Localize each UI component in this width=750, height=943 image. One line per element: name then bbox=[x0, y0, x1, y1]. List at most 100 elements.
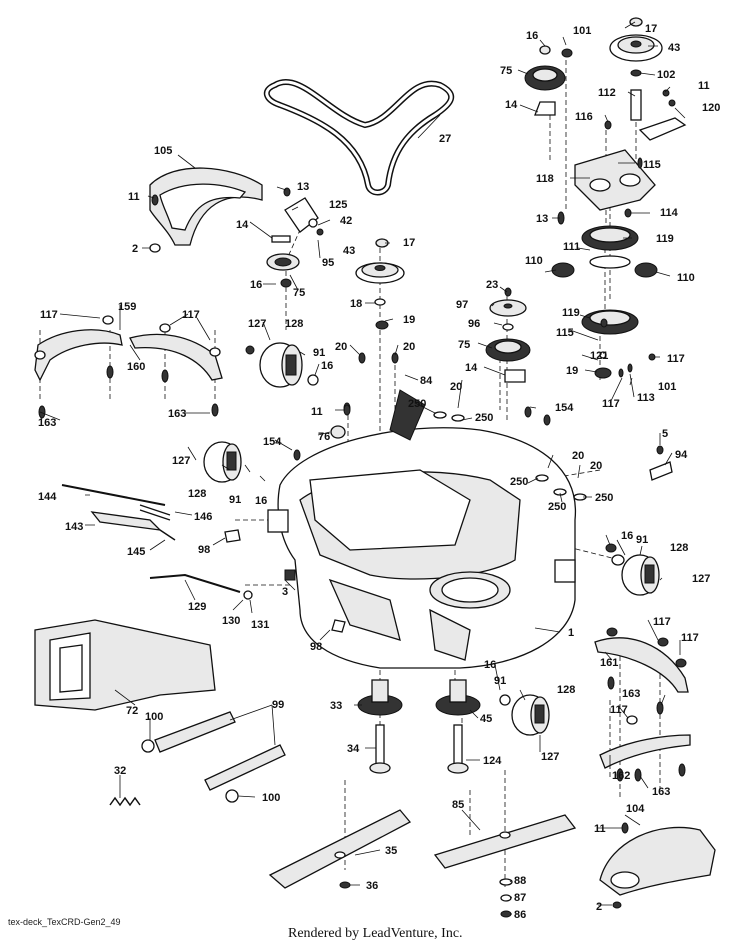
callout-label: 110 bbox=[677, 272, 695, 284]
callout-label: 117 bbox=[667, 353, 685, 365]
gauge-wheel-right-lower bbox=[499, 694, 550, 736]
callout-label: 34 bbox=[347, 743, 360, 755]
callout-label: 16 bbox=[526, 30, 538, 42]
mounting-arms bbox=[141, 711, 286, 803]
callout-label: 102 bbox=[657, 69, 675, 81]
callout-label: 19 bbox=[566, 365, 578, 377]
diagram-id: tex-deck_TexCRD-Gen2_49 bbox=[8, 917, 121, 927]
callout-label: 117 bbox=[653, 616, 671, 628]
callout-label: 2 bbox=[132, 243, 138, 255]
callout-label: 163 bbox=[622, 688, 640, 700]
callout-label: 14 bbox=[236, 219, 249, 231]
callout-label: 127 bbox=[692, 573, 710, 585]
deck-lift-rods bbox=[61, 484, 241, 543]
callout-label: 131 bbox=[251, 619, 269, 631]
link-rod bbox=[149, 569, 346, 633]
callout-label: 127 bbox=[541, 751, 559, 763]
callout-label: 43 bbox=[343, 245, 355, 257]
callout-label: 3 bbox=[282, 586, 288, 598]
callout-label: 20 bbox=[335, 341, 347, 353]
callout-label: 19 bbox=[403, 314, 415, 326]
callout-label: 75 bbox=[293, 287, 305, 299]
mower-blades bbox=[268, 809, 577, 889]
callout-label: 124 bbox=[483, 755, 502, 767]
deck-spring bbox=[109, 796, 141, 807]
callout-label: 91 bbox=[636, 534, 648, 546]
callout-label: 14 bbox=[465, 362, 478, 374]
callout-label: 128 bbox=[670, 542, 688, 554]
callout-label: 27 bbox=[439, 133, 451, 145]
callout-label: 118 bbox=[536, 173, 554, 185]
callout-label: 112 bbox=[598, 87, 616, 99]
callout-label: 35 bbox=[385, 845, 397, 857]
callout-label: 116 bbox=[575, 111, 593, 123]
callout-label: 100 bbox=[262, 792, 280, 804]
callout-label: 11 bbox=[594, 823, 606, 835]
callout-label: 20 bbox=[590, 460, 602, 472]
callout-label: 23 bbox=[486, 279, 498, 291]
callout-label: 145 bbox=[127, 546, 145, 558]
callout-label: 127 bbox=[248, 318, 266, 330]
callout-label: 101 bbox=[658, 381, 676, 393]
spindle-assembly-left bbox=[357, 679, 403, 774]
right-wheel-bars bbox=[594, 637, 691, 769]
callout-label: 114 bbox=[660, 207, 679, 219]
callout-label: 16 bbox=[621, 530, 633, 542]
gear-set-lower bbox=[581, 309, 639, 379]
small-hardware bbox=[34, 48, 687, 834]
callout-label: 115 bbox=[556, 327, 574, 339]
callout-label: 42 bbox=[340, 215, 352, 227]
callout-label: 113 bbox=[637, 392, 655, 404]
gear-set-upper bbox=[551, 225, 658, 278]
callout-label: 119 bbox=[562, 307, 580, 319]
callout-label: 127 bbox=[172, 455, 190, 467]
callout-label: 121 bbox=[590, 350, 608, 362]
callout-label: 99 bbox=[272, 699, 284, 711]
callout-label: 88 bbox=[514, 875, 526, 887]
belt-cover bbox=[149, 167, 263, 246]
gauge-wheel-right-upper bbox=[611, 554, 660, 596]
callout-label: 13 bbox=[536, 213, 548, 225]
callout-label: 163 bbox=[168, 408, 186, 420]
drive-belt bbox=[263, 79, 455, 196]
callout-label: 43 bbox=[668, 42, 680, 54]
callout-label: 11 bbox=[128, 191, 140, 203]
callout-label: 117 bbox=[602, 398, 620, 410]
callout-label: 117 bbox=[681, 632, 699, 644]
callout-label: 129 bbox=[188, 601, 206, 613]
callout-label: 91 bbox=[313, 347, 325, 359]
callout-label: 45 bbox=[480, 713, 492, 725]
callout-label: 75 bbox=[500, 65, 512, 77]
spindle-cover-right bbox=[599, 826, 716, 909]
callout-label: 86 bbox=[514, 909, 526, 921]
callout-label: 85 bbox=[452, 799, 464, 811]
callout-label: 125 bbox=[329, 199, 347, 211]
callout-leaders bbox=[39, 21, 686, 915]
callout-label: 14 bbox=[505, 99, 518, 111]
spindle-assembly-right bbox=[435, 679, 481, 774]
callout-label: 117 bbox=[40, 309, 58, 321]
left-wheel-bars bbox=[34, 329, 223, 382]
callout-label: 94 bbox=[675, 449, 688, 461]
callout-label: 159 bbox=[118, 301, 136, 313]
rendered-by-credit: Rendered by LeadVenture, Inc. bbox=[288, 926, 463, 941]
callout-label: 16 bbox=[484, 659, 496, 671]
callout-label: 11 bbox=[311, 406, 323, 418]
gauge-wheel-left bbox=[203, 441, 242, 483]
callout-label: 120 bbox=[702, 102, 720, 114]
callout-label: 160 bbox=[127, 361, 145, 373]
callout-label: 115 bbox=[643, 159, 661, 171]
callout-label: 250 bbox=[475, 412, 493, 424]
callout-label: 16 bbox=[255, 495, 267, 507]
gear-pulley-top bbox=[524, 45, 566, 116]
callout-label: 250 bbox=[408, 398, 426, 410]
callout-label: 20 bbox=[572, 450, 584, 462]
callout-label: 32 bbox=[114, 765, 126, 777]
callout-label: 1 bbox=[568, 627, 574, 639]
callout-label: 95 bbox=[322, 257, 334, 269]
callout-label: 163 bbox=[652, 786, 670, 798]
callout-label: 20 bbox=[450, 381, 462, 393]
callout-label: 105 bbox=[154, 145, 172, 157]
callout-label: 117 bbox=[610, 704, 628, 716]
